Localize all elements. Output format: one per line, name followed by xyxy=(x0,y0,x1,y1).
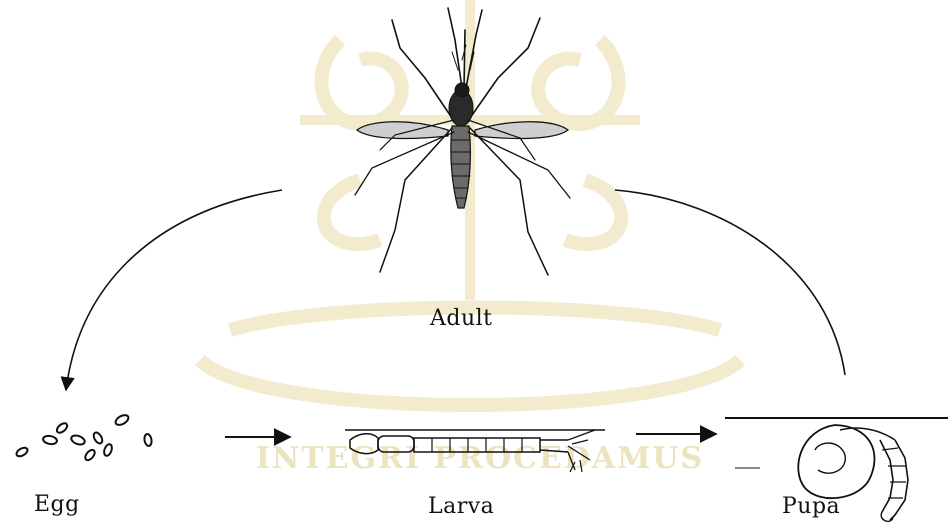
watermark-motto: INTEGRI PROCEDAMUS xyxy=(256,441,704,476)
stage-label-pupa: Pupa xyxy=(782,494,840,519)
stage-label-egg: Egg xyxy=(34,492,80,517)
university-crest-watermark xyxy=(200,0,740,405)
adult-mosquito-drawing xyxy=(355,8,570,275)
cycle-arrow-adult-to-egg xyxy=(66,190,282,390)
cycle-arrow-pupa-to-adult xyxy=(615,190,845,375)
stage-label-larva: Larva xyxy=(428,494,494,519)
eggs-drawing xyxy=(15,413,152,462)
stage-label-adult: Adult xyxy=(430,306,493,331)
